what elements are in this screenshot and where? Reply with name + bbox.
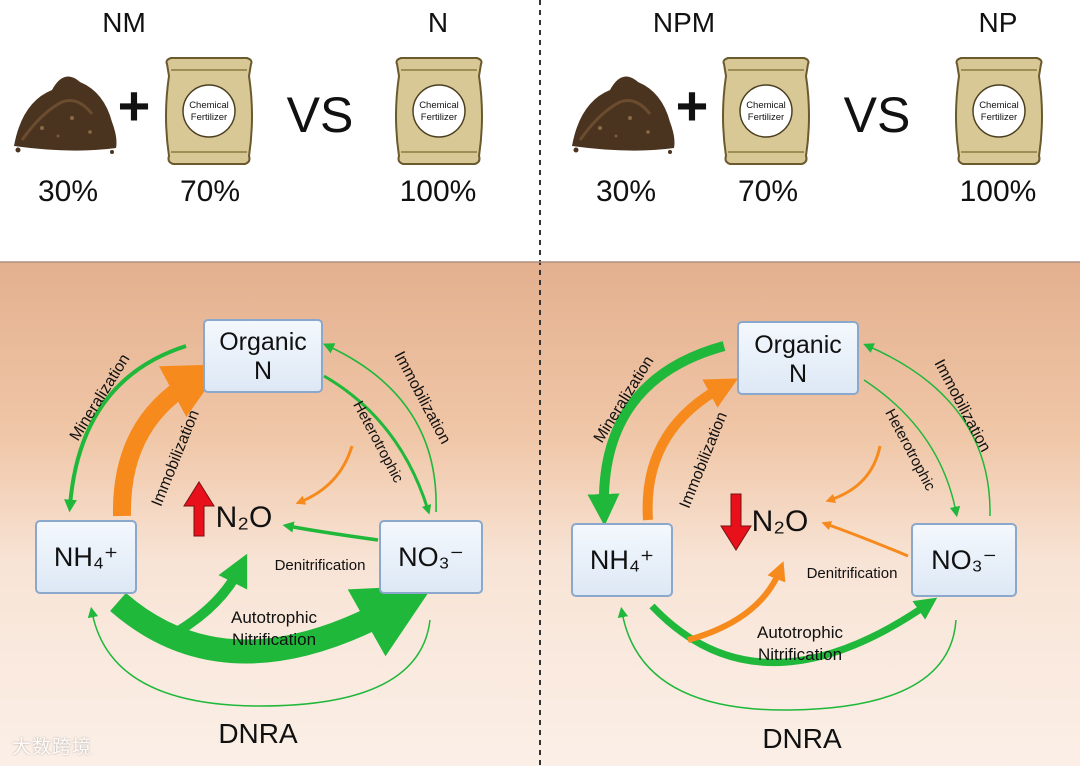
autotrophic-nitrification-arrow	[649, 597, 938, 666]
treatment-label: N	[428, 7, 448, 38]
autotrophic-label: Nitrification	[758, 645, 842, 664]
denitrification-arrow	[821, 521, 909, 558]
svg-text:Chemical: Chemical	[189, 100, 229, 111]
autotrophic-nitrification-arrow	[110, 585, 434, 664]
dnra-label: DNRA	[218, 718, 298, 749]
nh4-box: NH₄⁺	[571, 523, 673, 597]
heterotrophic-arrow	[323, 374, 432, 515]
top-panel-left: NM N + Chemical Fertilizer VS Chemical F…	[12, 7, 483, 208]
svg-text:Chemical: Chemical	[979, 100, 1019, 111]
nitrification-n2o-arrow	[167, 553, 248, 641]
organic-n-box: Organic N	[203, 319, 323, 393]
percent-label: 100%	[400, 175, 477, 208]
n2o-decrease-icon	[720, 493, 752, 551]
n2o-increase-icon	[183, 481, 215, 537]
fertilizer-bag-icon: Chemical Fertilizer	[395, 57, 483, 165]
vs-label: VS	[287, 87, 354, 143]
watermark-logo: 大数跨境	[12, 736, 93, 758]
percent-label: 100%	[960, 175, 1037, 208]
svg-text:Fertilizer: Fertilizer	[748, 112, 784, 123]
svg-text:NO₃⁻: NO₃⁻	[931, 545, 997, 575]
n2o-label: N₂O	[216, 501, 273, 534]
treatment-label: NP	[979, 7, 1018, 38]
top-panel-right: NPM NP + Chemical Fertilizer VS Chemical…	[570, 7, 1043, 208]
immobilization-arrow	[112, 364, 224, 517]
vs-label: VS	[844, 87, 911, 143]
dnra-label: DNRA	[762, 723, 842, 754]
treatment-label: NM	[102, 7, 146, 38]
svg-text:N: N	[789, 360, 807, 388]
svg-text:Fertilizer: Fertilizer	[191, 112, 227, 123]
organic-n-box: Organic N	[737, 321, 859, 395]
no3-box: NO₃⁻	[911, 523, 1017, 597]
fertilizer-bag-icon: Chemical Fertilizer	[165, 57, 253, 165]
svg-text:NH₄⁺: NH₄⁺	[590, 545, 654, 575]
percent-label: 70%	[738, 175, 798, 208]
svg-text:Organic: Organic	[754, 331, 842, 359]
plus-sign: +	[118, 74, 151, 137]
immobilization-arrow	[863, 343, 991, 517]
svg-text:Chemical: Chemical	[419, 100, 459, 111]
treatment-label: NPM	[653, 7, 715, 38]
dnra-arrow	[617, 606, 957, 711]
immobilization-arrow	[322, 343, 437, 513]
plus-sign: +	[676, 74, 709, 137]
svg-text:Organic: Organic	[219, 328, 307, 356]
svg-text:Chemical: Chemical	[746, 100, 786, 111]
denitrification-arrow	[282, 521, 379, 542]
heterotrophic-n2o-arrow	[295, 445, 354, 505]
dnra-arrow	[87, 606, 431, 707]
percent-label: 70%	[180, 175, 240, 208]
mineralization-arrow	[64, 344, 187, 513]
percent-label: 30%	[38, 175, 98, 208]
n2o-label: N₂O	[752, 505, 809, 538]
svg-text:Fertilizer: Fertilizer	[981, 112, 1017, 123]
svg-text:NH₄⁺: NH₄⁺	[54, 542, 118, 572]
heterotrophic-arrow	[863, 379, 961, 518]
fertilizer-bag-icon: Chemical Fertilizer	[955, 57, 1043, 165]
svg-text:N: N	[254, 357, 272, 385]
nh4-box: NH₄⁺	[35, 520, 137, 594]
denitrification-label: Denitrification	[275, 557, 366, 574]
svg-text:NO₃⁻: NO₃⁻	[398, 542, 464, 572]
percent-label: 30%	[596, 175, 656, 208]
nitrification-n2o-arrow	[687, 561, 786, 643]
autotrophic-label: Autotrophic	[757, 623, 843, 642]
denitrification-label: Denitrification	[807, 565, 898, 582]
svg-text:Fertilizer: Fertilizer	[421, 112, 457, 123]
heterotrophic-n2o-arrow	[825, 445, 882, 504]
no3-box: NO₃⁻	[379, 520, 483, 594]
autotrophic-label: Autotrophic	[231, 608, 317, 627]
fertilizer-bag-icon: Chemical Fertilizer	[722, 57, 810, 165]
autotrophic-label: Nitrification	[232, 630, 316, 649]
mineralization-arrow	[587, 341, 726, 526]
immobilization-arrow	[642, 378, 739, 521]
